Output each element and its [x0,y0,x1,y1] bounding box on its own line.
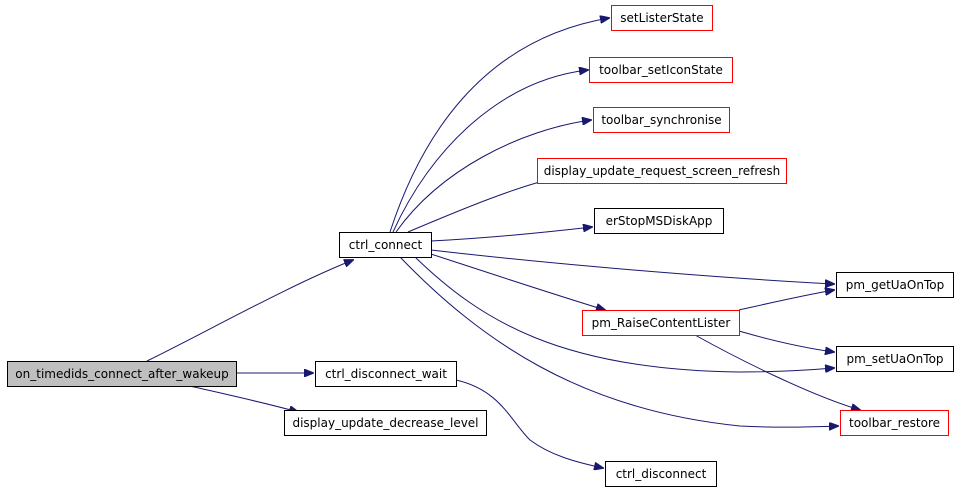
node-label: display_update_request_screen_refresh [544,164,781,178]
node-label: pm_setUaOnTop [846,352,943,366]
node-label: on_timedids_connect_after_wakeup [15,367,228,381]
node-box [611,5,713,31]
node-label: pm_getUaOnTop [846,278,944,292]
edge-ctrl_connect-to-setListerState [389,18,609,233]
node-label: pm_RaiseContentLister [592,316,731,330]
edge-pm_RaiseContentLister-to-pm_setUaOnTop [738,330,834,352]
nodes-layer: on_timedids_connect_after_wakeup ctrl_con… [7,5,954,487]
edge-on_timedids_connect_after_wakeup-to-display_update_decrease_level [189,385,298,412]
node-label: setListerState [620,11,703,25]
node-box [284,410,487,436]
node-toolbar_restore[interactable]: toolbar_restore [840,410,949,436]
edge-ctrl_connect-to-display_update_request_screen_refresh [407,177,560,233]
node-label: display_update_decrease_level [292,416,478,430]
node-label: ctrl_disconnect_wait [325,367,447,381]
node-box [836,346,954,372]
node-label: toolbar_setIconState [599,63,723,77]
node-on_timedids_connect_after_wakeup[interactable]: on_timedids_connect_after_wakeup [7,361,237,387]
node-ctrl_disconnect[interactable]: ctrl_disconnect [605,461,717,487]
node-display_update_request_screen_refresh[interactable]: display_update_request_screen_refresh [537,158,787,184]
node-toolbar_synchronise[interactable]: toolbar_synchronise [593,107,730,133]
node-pm_setUaOnTop[interactable]: pm_setUaOnTop [836,346,954,372]
node-setListerState[interactable]: setListerState [611,5,713,31]
node-box [594,208,724,234]
edge-ctrl_connect-to-toolbar_restore [399,256,838,427]
node-label: ctrl_connect [349,238,423,252]
edge-ctrl_disconnect_wait-to-ctrl_disconnect [455,379,603,468]
edge-pm_RaiseContentLister-to-pm_getUaOnTop [738,290,834,311]
node-box [7,361,237,387]
node-box [840,410,949,436]
node-display_update_decrease_level[interactable]: display_update_decrease_level [284,410,487,436]
node-box [537,158,787,184]
node-box [836,272,954,298]
edge-ctrl_connect-to-pm_RaiseContentLister [430,253,605,310]
node-box [593,107,730,133]
edge-ctrl_connect-to-pm_getUaOnTop [430,249,834,284]
edges-layer [146,18,860,468]
node-label: toolbar_restore [849,416,940,430]
node-label: ctrl_disconnect [616,467,707,481]
edge-ctrl_connect-to-toolbar_setIconState [392,70,588,233]
node-box [582,310,740,336]
edge-ctrl_connect-to-erStopMSDiskApp [430,227,592,242]
node-toolbar_setIconState[interactable]: toolbar_setIconState [589,57,733,83]
node-ctrl_connect[interactable]: ctrl_connect [339,232,432,258]
node-pm_RaiseContentLister[interactable]: pm_RaiseContentLister [582,310,740,336]
edge-pm_RaiseContentLister-to-toolbar_restore [694,334,860,410]
node-box [315,361,457,387]
node-label: toolbar_synchronise [601,113,721,127]
edge-ctrl_connect-to-toolbar_synchronise [395,120,591,233]
node-ctrl_disconnect_wait[interactable]: ctrl_disconnect_wait [315,361,457,387]
node-box [605,461,717,487]
node-pm_getUaOnTop[interactable]: pm_getUaOnTop [836,272,954,298]
edge-on_timedids_connect_after_wakeup-to-ctrl_connect [146,260,353,362]
node-box [339,232,432,258]
node-box [589,57,733,83]
node-erStopMSDiskApp[interactable]: erStopMSDiskApp [594,208,724,234]
node-label: erStopMSDiskApp [606,214,713,228]
edge-ctrl_connect-to-pm_setUaOnTop [414,256,834,372]
